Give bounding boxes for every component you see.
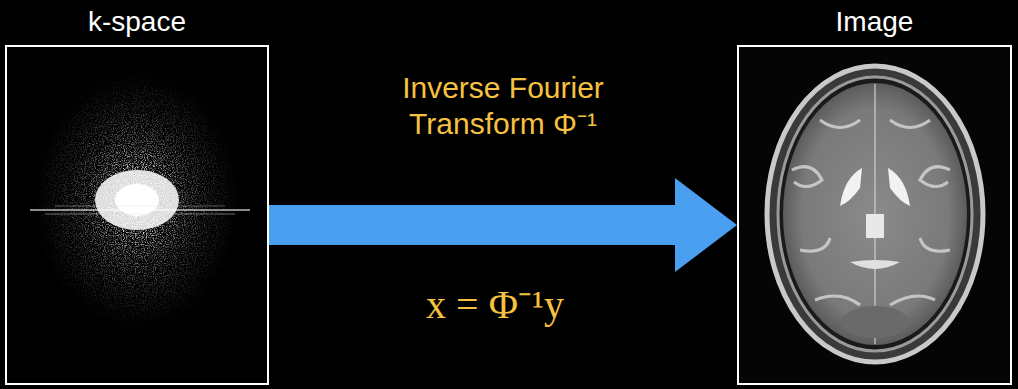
formula-label: x = Φ⁻¹y	[426, 282, 564, 328]
panel-heading: Image	[719, 5, 1018, 39]
arrow-label: Inverse Fourier Transform Φ⁻¹	[353, 70, 653, 142]
transform-arrow	[269, 178, 737, 272]
brain-mri-image	[739, 47, 1010, 382]
image-panel: Image	[737, 45, 1012, 385]
kspace-panel: k-space	[5, 45, 269, 385]
panel-heading: k-space	[0, 5, 287, 39]
kspace-image	[7, 47, 266, 382]
